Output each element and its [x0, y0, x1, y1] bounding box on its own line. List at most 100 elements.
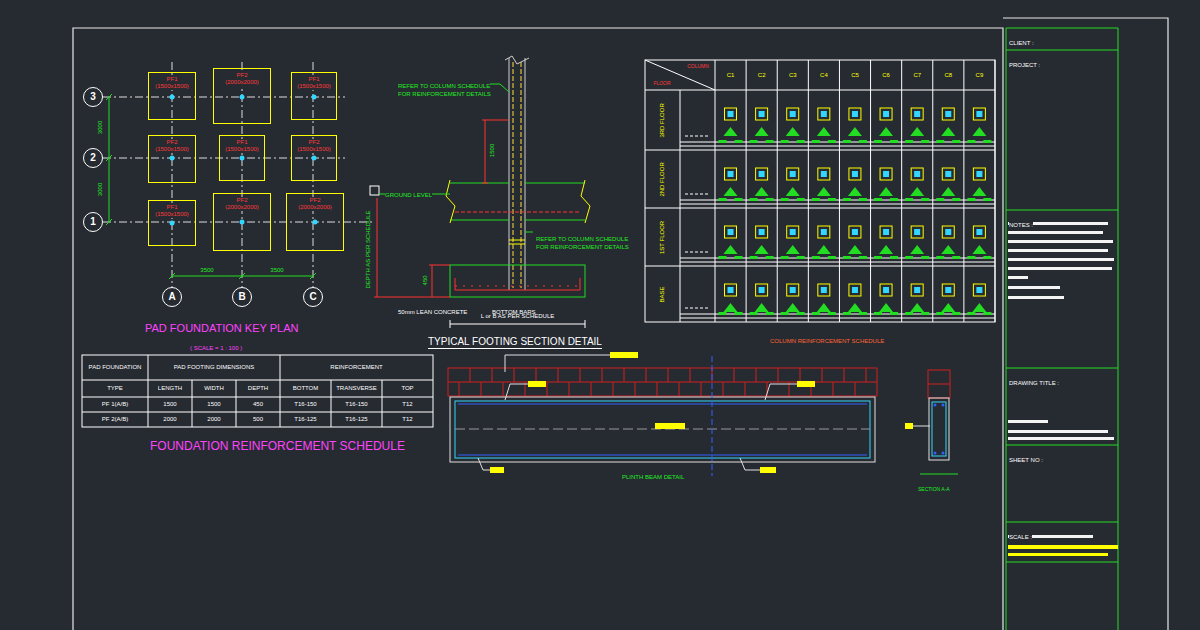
plinth-beam: [458, 455, 867, 456]
title-block-text-bars: [1008, 553, 1108, 556]
callout-tags: [655, 423, 685, 429]
column-section-symbol: [728, 229, 734, 235]
footing-centre-dots: [312, 95, 317, 100]
title-block-lines: [1006, 28, 1007, 630]
table-header: BOTTOM: [293, 385, 319, 392]
column-section-symbol: [911, 226, 923, 238]
table-cell: 2000: [148, 412, 192, 427]
plinth-beam: [712, 356, 713, 476]
column-section-symbol: [787, 284, 799, 296]
section-dimension-lines: [482, 120, 509, 121]
footing-width-dimension: [450, 324, 585, 325]
rebar-symbol: [735, 198, 743, 201]
title-block-text-bars: [1008, 276, 1028, 279]
table-header: FLOOR: [647, 79, 677, 88]
section-a-a: [920, 474, 958, 475]
rebar-symbol: [921, 312, 929, 315]
rebar-symbol: [952, 256, 960, 259]
table-header: PAD FOUNDATION: [89, 364, 142, 371]
column-section-symbol: [756, 284, 768, 296]
floor-label: 1ST FLOOR: [645, 208, 680, 266]
scale-note: ( SCALE = 1 : 100 ): [190, 345, 242, 351]
rebar-symbol: [910, 245, 924, 254]
schedule-grid-line: [808, 60, 809, 322]
rebar-symbol: [972, 303, 986, 312]
grid-lines: [103, 222, 372, 223]
drawing-title: PAD FOUNDATION KEY PLAN: [145, 322, 298, 334]
column-schedule-grid: [645, 60, 995, 322]
rebar-symbol: [817, 127, 831, 136]
footing-mark: PF1: [166, 76, 177, 83]
title-block-field: SHEET NO :: [1009, 448, 1043, 466]
rebar-symbol: [781, 256, 789, 259]
rebar-symbol: [797, 198, 805, 201]
rebar-symbol: [972, 187, 986, 196]
column-section-symbol: [852, 171, 858, 177]
footing-centre-dots: [240, 95, 245, 100]
footing-section-column: [525, 58, 526, 290]
title-block-field: DRAWING TITLE :: [1009, 371, 1059, 389]
title-block-text-bars: [1008, 258, 1114, 261]
column-section-symbol: [728, 171, 734, 177]
note-text: FOR REINFORCEMENT DETAILS: [398, 91, 491, 97]
table-header: BOTTOM: [280, 380, 331, 397]
column-section-symbol: [725, 226, 737, 238]
section-dimension-lines: [432, 265, 433, 297]
footing-centre-dots: [170, 95, 175, 100]
footing-width-dimension: [450, 320, 451, 328]
column-section-symbol: [849, 284, 861, 296]
title-block-text-bars: [1008, 430, 1108, 433]
section-dimension-lines: [374, 297, 450, 298]
pad-footing-outline: PF2(1500x1500): [148, 135, 196, 183]
rebar-symbol: [828, 256, 836, 259]
schedule-grid-line: [994, 60, 995, 322]
table-cell: 1500: [148, 397, 192, 412]
callout-tags: [528, 381, 546, 387]
column-section-symbol: [787, 108, 799, 120]
title-block-field: DRAWING TITLE :: [1009, 380, 1059, 386]
brick-joint: [602, 368, 603, 382]
brick-joint: [646, 368, 647, 382]
floor-label: 2ND FLOOR: [645, 150, 680, 208]
column-schedule-grid: [680, 90, 681, 322]
column-section-symbol: [911, 108, 923, 120]
table-header: PAD FOUNDATION: [82, 355, 148, 380]
ground-slab: [446, 180, 455, 223]
column-section-symbol: [759, 111, 765, 117]
callout-leaders: [505, 384, 528, 400]
dimension-text: 3000: [98, 182, 105, 195]
column-mark: C5: [851, 72, 859, 79]
column-section-symbol: [914, 171, 920, 177]
plinth-beam: [458, 404, 867, 405]
section-a-a: [934, 452, 937, 455]
rebar-symbol: [812, 140, 820, 143]
title-block-text-bars: [1008, 296, 1064, 299]
column-section-symbol: [914, 229, 920, 235]
dimension-text: L or B AS PER SCHEDULE: [481, 313, 554, 320]
pad-footing: [450, 265, 585, 297]
column-schedule-grid: [645, 150, 995, 151]
schedule-grid-line: [680, 200, 995, 201]
grid-lines: [103, 97, 345, 98]
rebar-symbol: [766, 198, 774, 201]
rebar-symbol: [828, 198, 836, 201]
foundation-schedule-grid: [82, 355, 433, 427]
rebar-symbol: [890, 312, 898, 315]
rebar-symbol: [910, 303, 924, 312]
rebar-symbol: [848, 245, 862, 254]
rebar-symbol: [848, 127, 862, 136]
foundation-schedule-grid: [82, 355, 433, 427]
rebar-symbol: [828, 312, 836, 315]
title-block-field: SCALE :: [1009, 525, 1032, 543]
brick-joint: [833, 382, 834, 396]
rebar-symbol: [766, 312, 774, 315]
rebar-symbol: [766, 140, 774, 143]
footing-section-column: [509, 58, 510, 290]
column-section-symbol: [852, 287, 858, 293]
column-section-symbol: [976, 229, 982, 235]
brick-joint: [580, 368, 581, 382]
dimension-text: 3500: [257, 266, 297, 275]
note-text: 50mm LEAN CONCRETE: [398, 300, 467, 318]
brick-joint: [679, 382, 680, 396]
foundation-schedule-grid: [82, 397, 433, 398]
